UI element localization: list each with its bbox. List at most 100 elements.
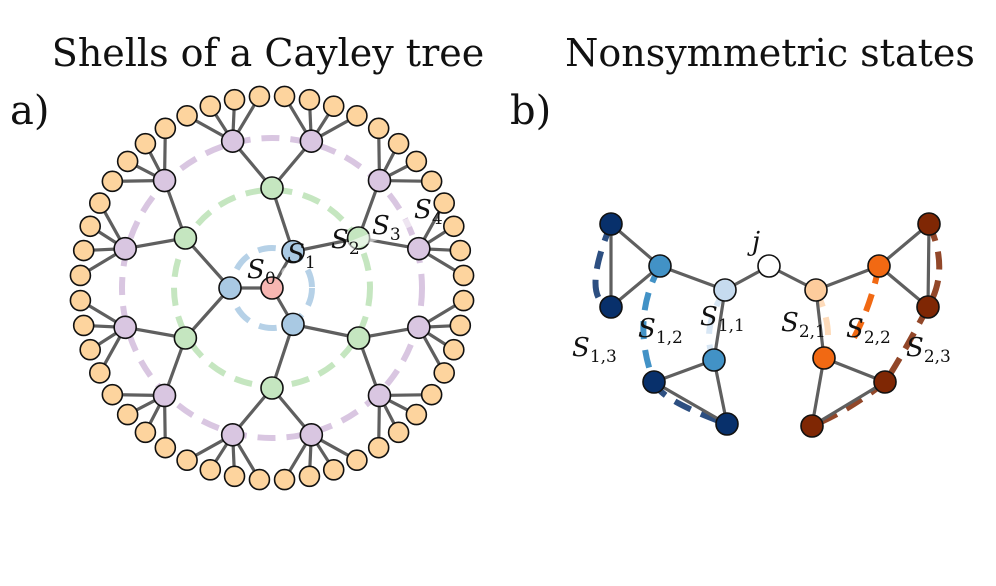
label-s12: S1,2 [638,314,683,348]
tree-node-shell-4 [154,436,177,459]
label-s2: S2 [331,225,360,259]
tree-node-shell-3 [407,315,431,340]
node-s13-c [642,370,666,394]
tree-node-shell-4 [405,150,428,173]
tree-node-shell-4 [134,132,157,155]
tree-node-shell-1 [281,239,305,264]
tree-node-shell-4 [367,436,390,459]
branch-nodes [599,212,941,438]
right-shell-3-arc [810,222,943,429]
tree-node-shell-4 [298,88,321,111]
tree-node-shell-2 [173,326,198,350]
tree-node-shell-4 [176,449,198,471]
tree-node-shell-2 [173,226,198,250]
node-s12-a [648,254,672,278]
tree-node-shell-4 [405,403,428,426]
cayley-tree: S0 S1 S2 S3 S4 [69,85,475,491]
tree-node-shell-4 [443,215,465,238]
node-s13-a [599,212,623,236]
tree-node-shell-3 [113,236,137,261]
tree-node-shell-2 [260,176,284,200]
tree-node-shell-4 [248,85,271,108]
tree-node-shell-2 [260,376,284,400]
tree-node-shell-4 [223,88,246,111]
node-s22-a [867,254,891,278]
tree-node-shell-4 [367,117,390,140]
tree-node-shell-4 [449,314,472,337]
tree-node-shell-4 [134,421,157,444]
tree-node-shell-4 [346,449,368,471]
tree-node-shell-4 [322,95,345,117]
tree-node-shell-3 [367,383,392,408]
tree-node-shell-0 [260,276,284,300]
tree-node-shell-4 [154,117,177,140]
label-s21: S2,1 [781,308,826,342]
tree-node-shell-3 [407,236,431,261]
tree-node-shell-4 [69,289,92,312]
tree-node-shell-4 [443,338,465,361]
tree-node-shell-4 [433,192,455,214]
node-s13-b [599,295,623,319]
tree-node-shell-2 [346,326,371,350]
tree-node-shell-4 [273,468,296,491]
tree-node-shell-4 [433,362,455,384]
tree-node-shell-4 [452,264,475,287]
panel-label-a: a) [10,88,49,134]
tree-node-shell-1 [218,276,242,300]
shell-3-dashed-circle [119,135,425,441]
tree-node-shell-3 [113,315,137,340]
label-s11: S1,1 [700,302,745,336]
tree-node-shell-4 [449,239,472,262]
tree-node-shell-4 [199,95,222,117]
label-s13: S1,3 [572,333,617,367]
node-s22-b [812,346,836,370]
label-s0: S0 [247,255,276,289]
tree-node-shell-4 [273,85,296,108]
branch-labels: j S1,1 S1,2 S1,3 S2,1 S2,2 S2,3 [572,227,951,367]
tree-node-shell-4 [452,289,475,312]
tree-node-shell-4 [199,459,222,481]
tree-node-shell-4 [420,383,443,406]
label-s4: S4 [414,195,443,229]
tree-node-shell-4 [298,465,321,488]
tree-nodes [69,85,475,491]
node-s21 [804,278,828,302]
tree-node-shell-4 [69,264,92,287]
node-s23-c [873,370,897,394]
tree-node-shell-4 [387,421,410,444]
tree-node-shell-4 [248,468,271,491]
tree-labels: S0 S1 S2 S3 S4 [247,195,443,289]
tree-node-shell-4 [176,105,198,127]
tree-node-shell-4 [101,383,124,406]
tree-node-shell-3 [299,129,324,153]
tree-node-shell-4 [420,170,443,193]
tree-node-shell-4 [387,132,410,155]
left-shell-2-arc [640,264,663,384]
label-s3: S3 [372,211,401,245]
node-s23-d [800,414,824,438]
tree-node-shell-3 [367,168,392,193]
node-s23-a [917,212,941,236]
tree-node-shell-4 [79,338,101,361]
nonsymmetric-branches: j S1,1 S1,2 S1,3 S2,1 S2,2 S2,3 [572,212,951,438]
tree-node-shell-4 [89,362,111,384]
tree-node-shell-4 [322,459,345,481]
title-left: Shells of a Cayley tree [52,31,484,75]
tree-node-shell-4 [101,170,124,193]
tree-node-shell-4 [72,314,95,337]
tree-node-shell-4 [72,239,95,262]
label-s22: S2,2 [846,314,891,348]
tree-node-shell-4 [223,465,246,488]
node-s11 [713,278,737,302]
tree-node-shell-4 [346,105,368,127]
label-path-highlight [281,213,425,277]
tree-node-shell-3 [152,383,177,408]
tree-node-shell-4 [79,215,101,238]
tree-node-shell-4 [116,150,139,173]
tree-node-shell-1 [281,312,305,337]
tree-node-shell-3 [220,129,245,153]
label-j: j [747,227,760,257]
label-s1: S1 [287,239,316,273]
panel-label-b: b) [510,88,551,134]
